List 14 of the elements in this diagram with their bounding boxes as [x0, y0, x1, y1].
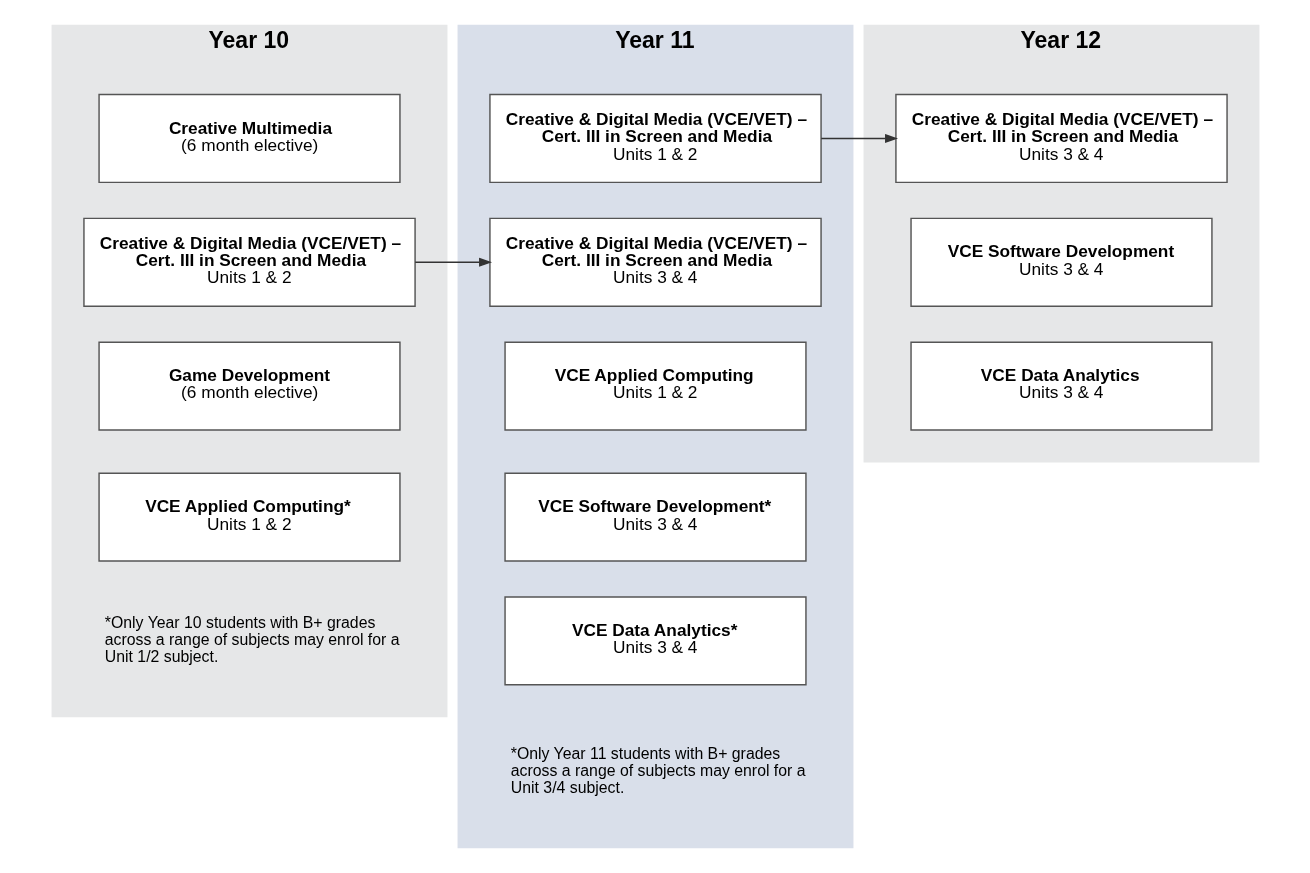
node-box: Creative & Digital Media (VCE/VET) – Cert. III in Screen and Media Units 1 & 2: [82, 217, 416, 307]
node-box: Creative & Digital Media (VCE/VET) – Cert. III in Screen and Media Units 1 & 2: [488, 93, 822, 184]
node-box: VCE Data Analytics* Units 3 & 4: [503, 596, 807, 686]
node-box: Creative Multimedia (6 month elective): [97, 93, 401, 184]
node-box: VCE Software Development* Units 3 & 4: [503, 472, 807, 562]
node-box: Creative & Digital Media (VCE/VET) – Cert. III in Screen and Media Units 3 & 4: [894, 93, 1228, 184]
node-box: VCE Applied Computing* Units 1 & 2: [97, 472, 401, 562]
arrow: [414, 257, 492, 267]
node-box: Creative & Digital Media (VCE/VET) – Cert. III in Screen and Media Units 3 & 4: [488, 217, 822, 307]
node-box: VCE Data Analytics Units 3 & 4: [909, 341, 1213, 431]
node-box: Game Development (6 month elective): [97, 341, 401, 431]
node-box: VCE Applied Computing Units 1 & 2: [503, 341, 807, 431]
node-box: VCE Software Development Units 3 & 4: [909, 217, 1213, 307]
arrow: [820, 133, 898, 144]
